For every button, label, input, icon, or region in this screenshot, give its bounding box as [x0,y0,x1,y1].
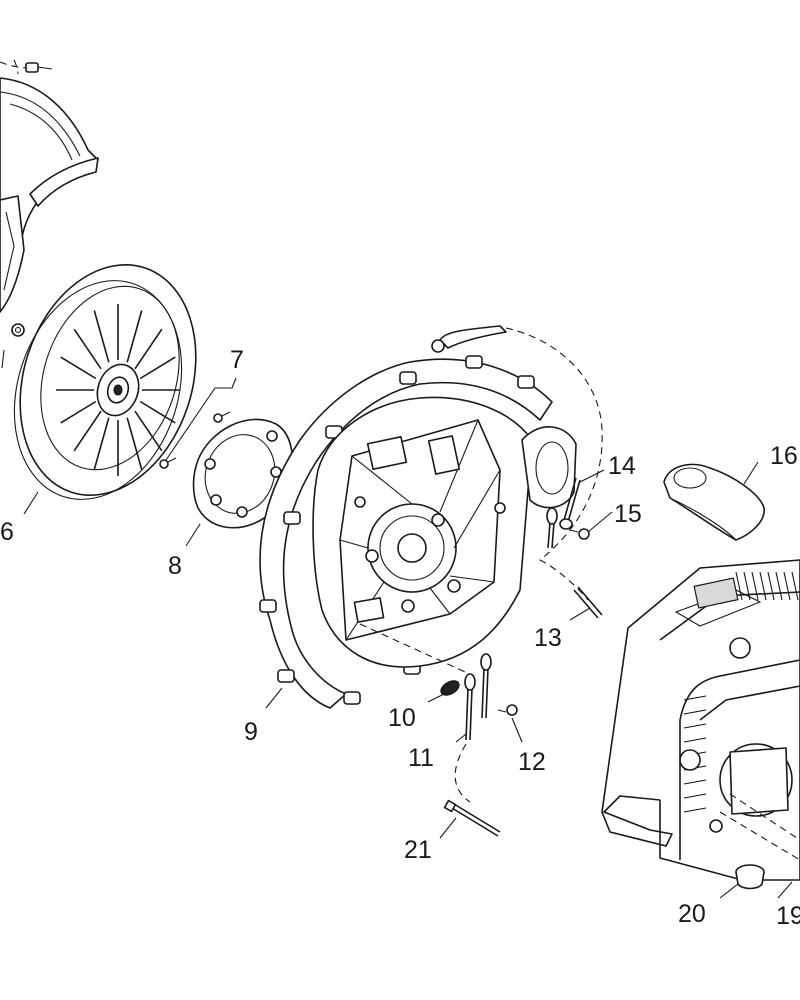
fan-blade [93,310,110,363]
fan-blades [56,304,180,476]
callout-16: 16 [770,442,798,470]
fan-impeller [13,264,197,500]
fan-blade [93,417,110,470]
fan-blade [126,417,143,470]
rim-lug [277,669,295,683]
fan-blade [134,328,163,370]
fan-blade [139,356,176,380]
terminals-14 [546,477,581,549]
cooling-fin [683,779,707,785]
engine-housing [601,559,800,881]
cooling-fin [767,571,775,601]
rim-lug [399,371,417,385]
rim-lug [283,511,301,525]
cover-cap [663,463,765,541]
cooling-fin [735,571,743,601]
cooling-fin [683,695,707,701]
callout-21: 21 [404,836,432,864]
pin-13 [573,586,603,619]
screw-12 [497,704,518,716]
fan-blade [73,328,102,370]
cooling-fin [791,571,799,601]
callout-9: 9 [244,718,258,746]
rim-lug [465,355,483,369]
cooling-fin [751,571,759,601]
fan-blade [139,400,176,424]
fan-blade [60,400,97,424]
screw-15 [569,528,590,540]
leader-lines [23,461,793,899]
cooling-fin [683,737,707,743]
wire-terminals [454,653,492,803]
fan-housing [259,325,603,709]
cooling-fin [683,793,707,799]
callout-labels: 6 7 8 9 10 11 12 13 14 15 16 19 20 21 [0,346,800,930]
callout-12: 12 [518,748,546,776]
callout-15: 15 [614,500,642,528]
grommet [440,680,460,696]
callout-6: 6 [0,518,14,546]
cooling-fin [743,571,751,601]
cable-tie [443,799,501,837]
cooling-fin [683,807,707,813]
callout-20: 20 [678,900,706,928]
screw-top-left [0,59,53,75]
cooling-fin [683,723,707,729]
callout-11: 11 [408,744,434,772]
fan-blade [126,310,143,363]
cooling-fins [683,571,799,813]
cooling-fin [783,571,791,601]
fan-blade [73,410,102,452]
callout-14: 14 [608,452,636,480]
cooling-fin [683,709,707,715]
rim-lug [517,375,535,389]
rim-lug [259,599,277,613]
callout-7: 7 [230,346,244,374]
partial-housing-top-left [0,77,99,369]
callout-13: 13 [534,624,562,652]
rim-lug [343,691,361,705]
plug-cap [735,864,765,890]
cooling-fin [759,571,767,601]
callout-8: 8 [168,552,182,580]
callout-10: 10 [388,704,416,732]
callout-19: 19 [776,902,800,930]
fan-blade [60,356,97,380]
screw-pair [159,377,237,469]
cooling-fin [775,571,783,601]
fan-blade [134,410,163,452]
